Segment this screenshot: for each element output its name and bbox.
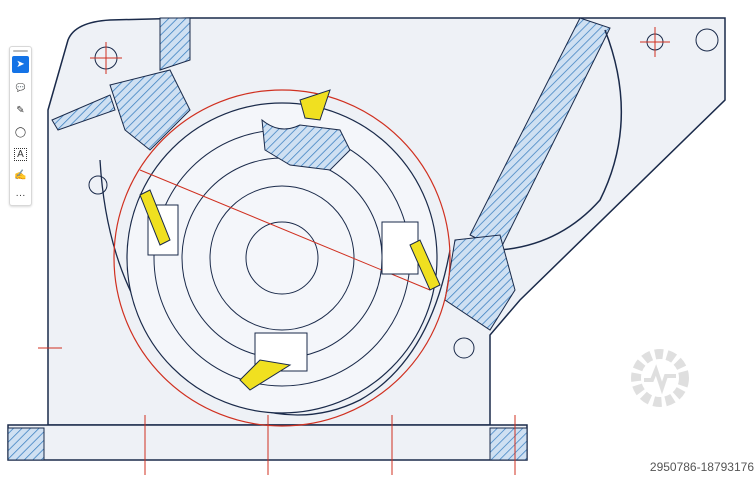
- rotor-outer: [113, 89, 451, 427]
- text-tool-button[interactable]: A: [12, 146, 29, 163]
- toolbar-grip[interactable]: [13, 50, 28, 52]
- pen-icon: ✎: [16, 105, 25, 116]
- text-box-icon: A: [14, 148, 27, 161]
- signature-icon: ✍: [14, 170, 27, 181]
- listing-id-text: 2950786-18793176: [649, 460, 754, 474]
- select-tool-button[interactable]: ➤: [12, 56, 29, 73]
- comment-icon: 💬: [15, 83, 26, 92]
- annotation-toolbar: ➤ 💬 ✎ ◯ A ✍ ···: [9, 46, 32, 206]
- lasso-tool-button[interactable]: ◯: [12, 124, 29, 141]
- draw-tool-button[interactable]: ✎: [12, 102, 29, 119]
- watermark-gear-logo: [628, 346, 692, 415]
- lasso-icon: ◯: [14, 127, 27, 138]
- sign-tool-button[interactable]: ✍: [12, 167, 29, 184]
- more-tools-button[interactable]: ···: [12, 187, 29, 204]
- arrow-cursor-icon: ➤: [16, 59, 25, 70]
- comment-tool-button[interactable]: 💬: [12, 79, 29, 96]
- more-icon: ···: [15, 190, 26, 201]
